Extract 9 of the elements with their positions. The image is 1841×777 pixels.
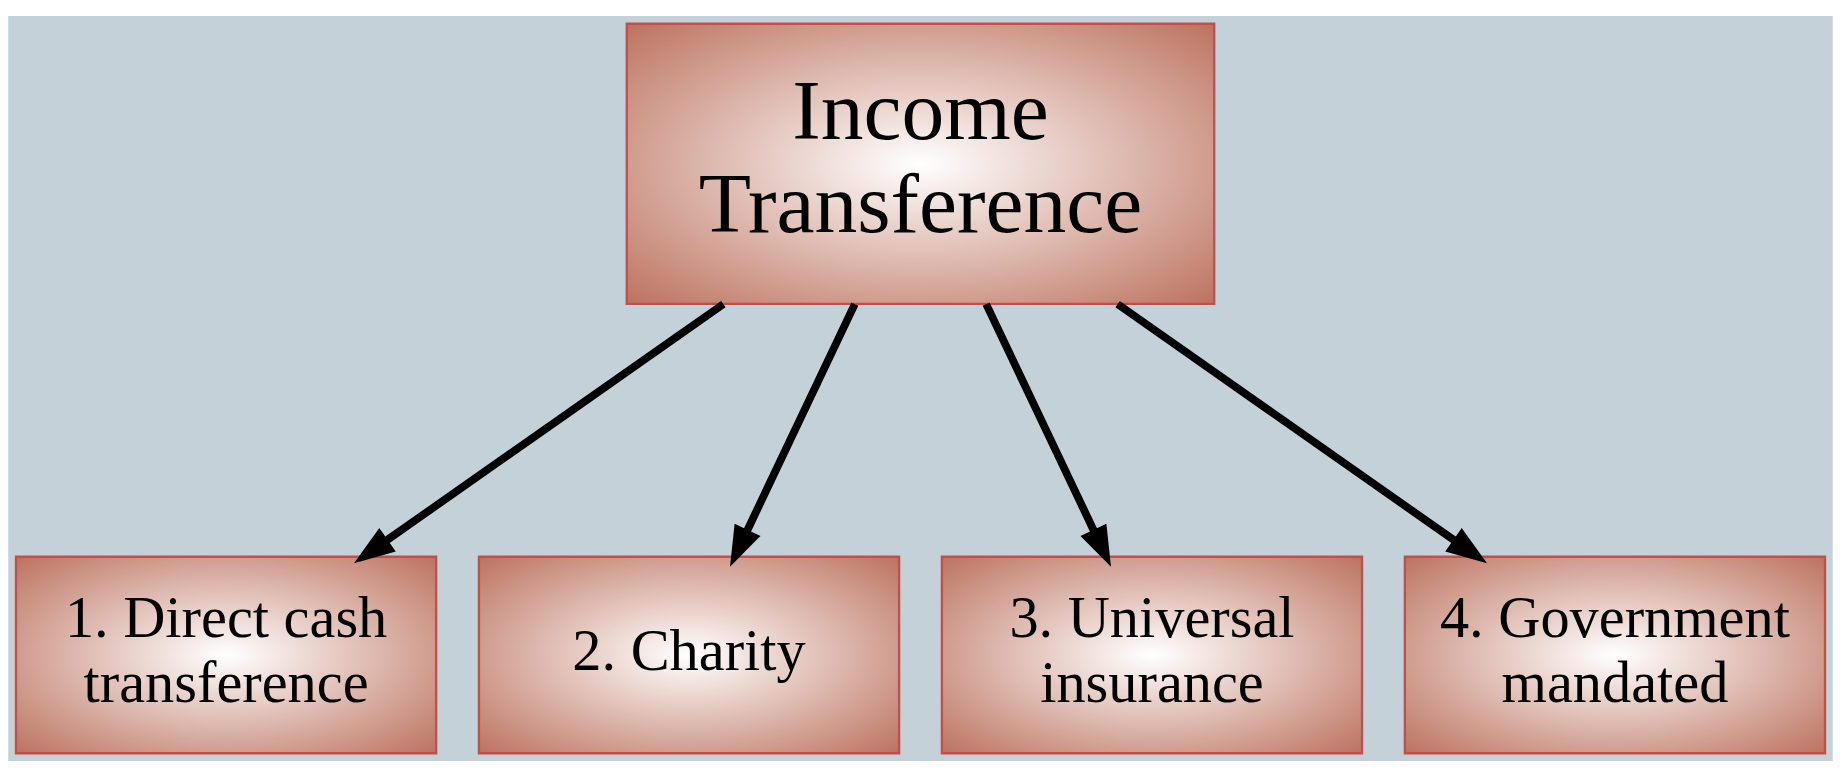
arrow [730, 302, 859, 567]
arrow [354, 300, 726, 564]
node-box: 3. Universal insurance [940, 555, 1364, 755]
node-box: 1. Direct cash transference [14, 555, 438, 755]
node-box: Income Transference [625, 22, 1216, 306]
arrow [982, 302, 1111, 567]
node-box: 4. Government mandated [1403, 555, 1827, 755]
arrow [1115, 300, 1487, 564]
node-box: 2. Charity [477, 555, 901, 755]
